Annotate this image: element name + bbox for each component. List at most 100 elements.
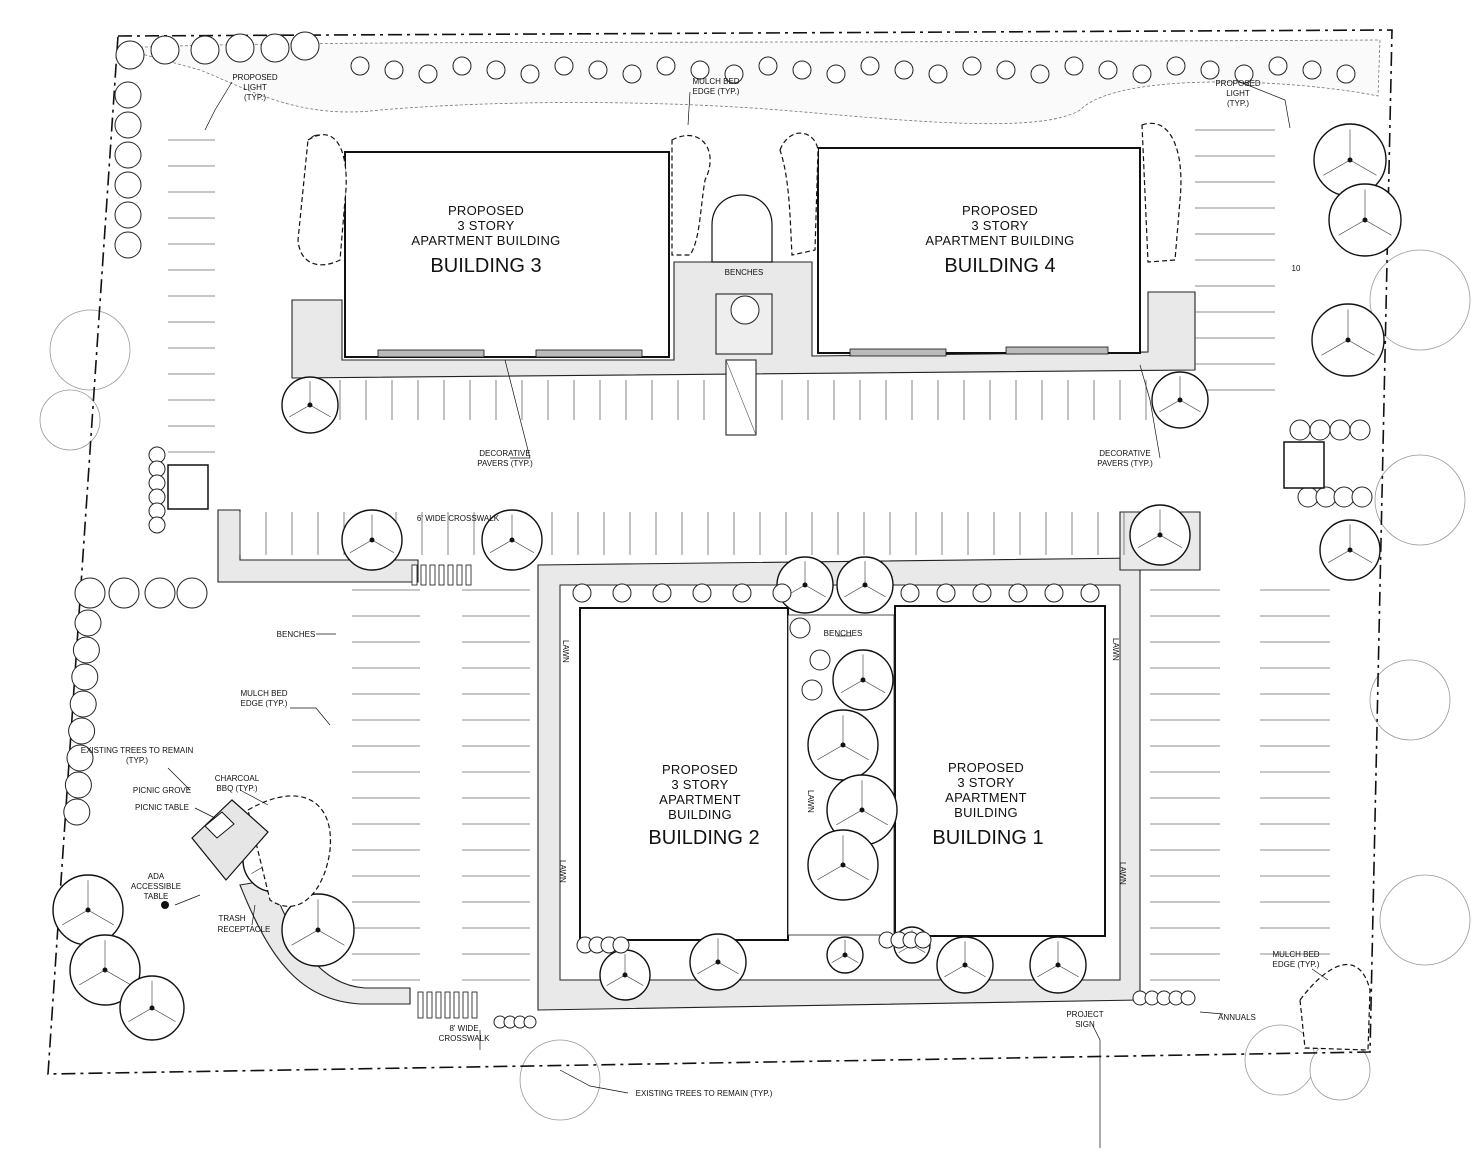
tree-symbol <box>599 949 651 1001</box>
shrub-symbol <box>622 64 642 84</box>
shrub-symbol <box>63 798 91 826</box>
lawn-label-west-lower: LAWN <box>558 860 567 883</box>
lawn-label-center: LAWN <box>806 790 815 813</box>
crosswalk-stripe <box>411 564 418 586</box>
shrub-symbol <box>1268 56 1288 76</box>
shrub-symbol <box>150 35 180 65</box>
shrub-symbol <box>1349 419 1371 441</box>
shrub-symbol <box>612 583 632 603</box>
dumpster-enclosures <box>167 441 1325 510</box>
svg-text:(TYP.): (TYP.) <box>1227 99 1249 108</box>
shrub-symbol <box>1044 583 1064 603</box>
property-boundary <box>47 29 1393 1075</box>
shrub-symbol <box>1166 56 1186 76</box>
shrub-symbol <box>588 60 608 80</box>
shrub-symbol <box>972 583 992 603</box>
shrub-symbol <box>758 56 778 76</box>
benches-label-center: BENCHES <box>824 629 863 638</box>
picnic-grove <box>161 799 269 909</box>
svg-text:BUILDING 4: BUILDING 4 <box>944 255 1055 277</box>
mulch-bed-label-south-east: MULCH BED EDGE (TYP.) <box>1272 950 1319 969</box>
shrub-symbol <box>1351 486 1373 508</box>
svg-text:PROPOSED: PROPOSED <box>232 73 278 82</box>
svg-text:EDGE (TYP.): EDGE (TYP.) <box>693 87 740 96</box>
proposed-light-label-east: PROPOSED LIGHT (TYP.) <box>1215 79 1261 108</box>
svg-text:PAVERS (TYP.): PAVERS (TYP.) <box>477 459 533 468</box>
leader-lines <box>167 81 1329 1148</box>
ada-table-label: ADA ACCESSIBLE TABLE <box>131 872 181 901</box>
tree-symbol <box>807 709 879 781</box>
shrub-symbol <box>900 583 920 603</box>
crosswalk-label-north: 6' WIDE CROSSWALK <box>417 514 500 523</box>
shrub-symbol <box>1098 60 1118 80</box>
shrub-symbol <box>962 56 982 76</box>
building-4-footprint <box>817 147 1141 354</box>
existing-canopy <box>39 249 1471 1121</box>
building-2-footprint <box>579 607 789 941</box>
tree-symbol <box>481 509 543 571</box>
shrub-symbol <box>894 60 914 80</box>
decorative-pavers-label-west: DECORATIVE PAVERS (TYP.) <box>477 449 533 468</box>
shrub-symbol <box>724 64 744 84</box>
shrub-symbol <box>1289 419 1311 441</box>
tree-symbol <box>1311 303 1385 377</box>
shrub-symbol <box>789 617 811 639</box>
svg-text:DECORATIVE: DECORATIVE <box>479 449 530 458</box>
parking-stalls <box>168 129 1330 981</box>
svg-text:ACCESSIBLE: ACCESSIBLE <box>131 882 181 891</box>
svg-text:3 STORY: 3 STORY <box>971 218 1028 233</box>
crosswalk-stripe <box>435 991 442 1019</box>
svg-text:MULCH BED: MULCH BED <box>692 77 739 86</box>
shrub-symbol <box>656 56 676 76</box>
picnic-grove-label: PICNIC GROVE <box>133 786 191 795</box>
svg-text:LIGHT: LIGHT <box>243 83 267 92</box>
shrub-symbol <box>772 583 792 603</box>
tree-symbol <box>936 936 994 994</box>
shrub-symbol <box>1336 64 1356 84</box>
svg-text:BUILDING 1: BUILDING 1 <box>932 827 1043 849</box>
shrub-symbol <box>114 141 142 169</box>
svg-text:APARTMENT BUILDING: APARTMENT BUILDING <box>411 233 560 248</box>
lawn-label-east: LAWN <box>1111 638 1120 661</box>
svg-text:PROPOSED: PROPOSED <box>448 203 524 218</box>
svg-text:CROSSWALK: CROSSWALK <box>439 1034 490 1043</box>
svg-text:SIGN: SIGN <box>1075 1020 1095 1029</box>
shrub-symbol <box>1008 583 1028 603</box>
shrub-symbol <box>260 33 290 63</box>
shrub-symbol <box>72 636 100 664</box>
shrub-symbol <box>792 60 812 80</box>
svg-text:EDGE (TYP.): EDGE (TYP.) <box>1273 960 1320 969</box>
shrub-symbol <box>936 583 956 603</box>
mulch-beds <box>247 122 1371 1051</box>
shrub-symbol <box>190 35 220 65</box>
building-1-label: PROPOSED 3 STORY APARTMENT BUILDING BUIL… <box>932 760 1043 849</box>
svg-text:APARTMENT: APARTMENT <box>945 790 1027 805</box>
svg-text:PROPOSED: PROPOSED <box>662 762 738 777</box>
picnic-table-label: PICNIC TABLE <box>135 803 189 812</box>
shrub-symbol <box>730 295 760 325</box>
shrub-symbol <box>176 577 208 609</box>
svg-text:EDGE (TYP.): EDGE (TYP.) <box>241 699 288 708</box>
shrub-symbol <box>732 583 752 603</box>
shrub-symbol <box>114 201 142 229</box>
shrub-symbol <box>652 583 672 603</box>
svg-text:CHARCOAL: CHARCOAL <box>215 774 260 783</box>
svg-text:APARTMENT BUILDING: APARTMENT BUILDING <box>925 233 1074 248</box>
north-landscape-strip <box>119 39 1381 125</box>
shrub-symbol <box>1302 60 1322 80</box>
shrub-symbol <box>801 679 823 701</box>
svg-text:TABLE: TABLE <box>144 892 169 901</box>
crosswalks <box>411 564 478 1019</box>
shrub-symbol <box>914 931 932 949</box>
project-sign-label: PROJECT SIGN <box>1066 1010 1103 1029</box>
svg-text:MULCH BED: MULCH BED <box>240 689 287 698</box>
tree-symbol <box>69 934 141 1006</box>
svg-text:MULCH BED: MULCH BED <box>1272 950 1319 959</box>
benches-label-west: BENCHES <box>277 630 316 639</box>
svg-text:3 STORY: 3 STORY <box>671 777 728 792</box>
shrub-symbol <box>114 171 142 199</box>
building-1-footprint <box>894 605 1106 937</box>
crosswalk-stripe <box>465 564 472 586</box>
svg-text:PROPOSED: PROPOSED <box>1215 79 1261 88</box>
